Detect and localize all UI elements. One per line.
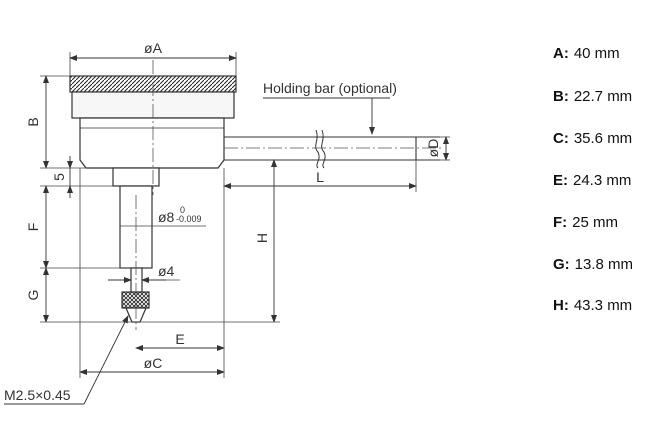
dim-label-g: G bbox=[25, 290, 41, 301]
dim-label-h: H bbox=[254, 233, 270, 243]
spec-value: 43.3 mm bbox=[573, 297, 633, 314]
spec-value: 24.3 mm bbox=[573, 172, 632, 189]
dim-label-5: 5 bbox=[51, 173, 67, 181]
spec-value: 25 mm bbox=[572, 214, 619, 231]
spec-row-b: B:22.7 mm bbox=[553, 88, 632, 105]
dim-label-c: øC bbox=[144, 355, 163, 371]
spec-key: E: bbox=[553, 172, 568, 189]
spec-row-g: G:13.8 mm bbox=[553, 256, 633, 273]
stem-tolerance-lower: -0.009 bbox=[176, 214, 202, 224]
spec-row-h: H:43.3 mm bbox=[553, 297, 632, 314]
spindle-diameter-label: ø4 bbox=[158, 263, 175, 279]
spindle bbox=[130, 267, 143, 293]
spec-value: 40 mm bbox=[573, 45, 620, 62]
spec-row-e: E: 24.3 mm bbox=[553, 172, 631, 189]
dim-label-e: E bbox=[175, 331, 184, 347]
spec-key: C: bbox=[553, 130, 569, 147]
spec-key: A: bbox=[553, 45, 569, 62]
dim-label-f: F bbox=[25, 223, 41, 232]
extension-lines bbox=[40, 52, 450, 378]
spec-row-a: A:40 mm bbox=[553, 45, 620, 62]
stem-diameter-label: ø8 bbox=[158, 209, 175, 225]
dimension-lines bbox=[4, 55, 449, 405]
contact-point-knurl bbox=[121, 291, 150, 309]
spec-key: B: bbox=[553, 88, 569, 105]
holding-bar bbox=[224, 129, 440, 169]
spec-row-f: F:25 mm bbox=[553, 214, 618, 231]
dim-label-a: øA bbox=[144, 40, 163, 56]
spec-row-c: C:35.6 mm bbox=[553, 130, 632, 147]
spec-value: 13.8 mm bbox=[574, 256, 634, 273]
stem-tolerance-upper: 0 bbox=[180, 205, 185, 215]
stem bbox=[112, 167, 160, 187]
spec-key: H: bbox=[553, 297, 569, 314]
dim-label-d: øD bbox=[425, 139, 441, 158]
holding-bar-label: Holding bar (optional) bbox=[263, 80, 397, 96]
spec-value: 22.7 mm bbox=[573, 88, 633, 105]
spec-value: 35.6 mm bbox=[573, 130, 633, 147]
dim-label-b: B bbox=[25, 117, 41, 126]
spec-key: F: bbox=[553, 214, 568, 231]
spec-key: G: bbox=[553, 256, 570, 273]
thread-label: M2.5×0.45 bbox=[4, 387, 71, 403]
center-lines bbox=[135, 60, 442, 330]
dim-label-l: L bbox=[316, 169, 324, 185]
case-back bbox=[79, 117, 225, 169]
